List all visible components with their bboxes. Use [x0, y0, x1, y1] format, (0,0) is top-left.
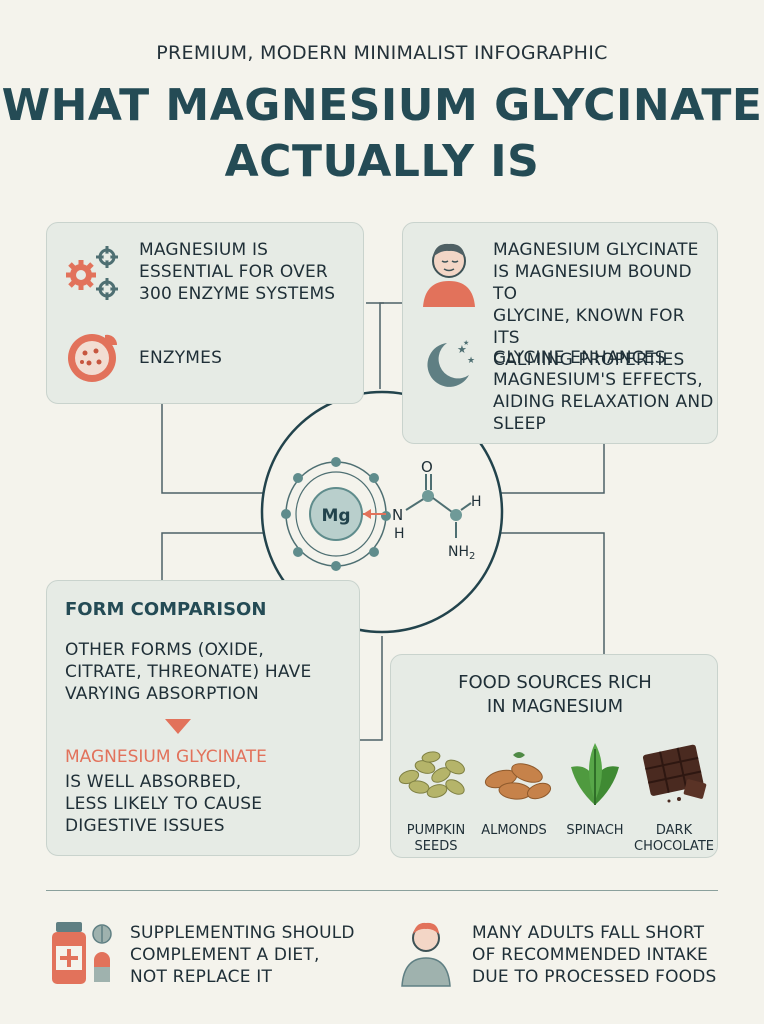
h-atom-left-label: H: [394, 526, 405, 542]
o-atom-label: O: [421, 458, 433, 476]
glycine-fact: MAGNESIUM GLYCINATE IS MAGNESIUM BOUND T…: [493, 239, 715, 371]
food-heading-line-1: FOOD SOURCES RICH: [458, 672, 652, 693]
food-label-line: ALMONDS: [481, 823, 547, 838]
down-arrow-icon: [165, 719, 191, 734]
page-title-line-1: WHAT MAGNESIUM GLYCINATE: [1, 80, 763, 131]
footer-divider: [46, 890, 718, 891]
other-forms-text: OTHER FORMS (OXIDE, CITRATE, THREONATE) …: [65, 639, 355, 705]
page-title-line-2: ACTUALLY IS: [224, 136, 540, 187]
enzyme-fact: MAGNESIUM IS ESSENTIAL FOR OVER 300 ENZY…: [139, 239, 359, 305]
enzyme-fact-line-1: MAGNESIUM IS: [139, 240, 269, 260]
comparison-heading: FORM COMPARISON: [65, 599, 267, 620]
mg-atom-label: Mg: [321, 506, 350, 526]
gears-icon: [66, 246, 118, 300]
footer-right-line-2: OF RECOMMENDED INTAKE: [472, 945, 708, 965]
food-label-dark-chocolate: DARK CHOCOLATE: [629, 823, 719, 855]
glycine-fact-line-2: IS MAGNESIUM BOUND TO: [493, 262, 692, 304]
header-kicker: PREMIUM, MODERN MINIMALIST INFOGRAPHIC: [156, 42, 608, 64]
svg-text:★: ★: [467, 356, 475, 366]
adult-person-icon: [401, 922, 451, 987]
food-label-line: CHOCOLATE: [634, 839, 714, 854]
glycinate-benefit: IS WELL ABSORBED, LESS LIKELY TO CAUSE D…: [65, 771, 355, 837]
nh2-subscript: 2: [469, 551, 475, 562]
food-label-line: DARK: [655, 823, 693, 838]
glycine-fact-line-3: GLYCINE, KNOWN FOR ITS: [493, 306, 685, 348]
svg-text:★: ★: [463, 339, 469, 347]
glycinate-benefit-line-1: IS WELL ABSORBED,: [65, 772, 242, 792]
comparison-card: FORM COMPARISON OTHER FORMS (OXIDE, CITR…: [46, 580, 360, 856]
pumpkin-seeds-icon: [398, 751, 465, 798]
glycine-card: MAGNESIUM GLYCINATE IS MAGNESIUM BOUND T…: [402, 222, 718, 444]
page-title: WHAT MAGNESIUM GLYCINATE ACTUALLY IS: [0, 78, 764, 190]
moon-stars-icon: ★ ★ ★: [427, 339, 475, 387]
food-sources-card: FOOD SOURCES RICH IN MAGNESIUM: [390, 654, 718, 858]
footer-left-note: SUPPLEMENTING SHOULD COMPLEMENT A DIET, …: [130, 922, 370, 988]
glycinate-molecule-diagram: Mg N H O H NH2: [281, 457, 482, 571]
food-label-spinach: SPINACH: [550, 823, 640, 839]
enzyme-card: MAGNESIUM IS ESSENTIAL FOR OVER 300 ENZY…: [46, 222, 364, 404]
glycine-effect-line-1: GLYCINE ENHANCES: [493, 348, 666, 368]
other-forms-line-3: VARYING ABSORPTION: [65, 684, 259, 704]
glycine-effect: GLYCINE ENHANCES MAGNESIUM'S EFFECTS, AI…: [493, 347, 715, 435]
glycine-effect-line-3: AIDING RELAXATION AND: [493, 392, 714, 412]
food-label-line: SEEDS: [414, 839, 458, 854]
nh2-label: NH: [448, 544, 469, 560]
enzyme-fact-line-3: 300 ENZYME SYSTEMS: [139, 284, 336, 304]
svg-text:NH2: NH2: [448, 544, 475, 562]
glycine-effect-line-4: SLEEP: [493, 414, 546, 434]
dark-chocolate-icon: [642, 744, 707, 803]
glycinate-highlight: MAGNESIUM GLYCINATE: [65, 747, 267, 767]
svg-text:★: ★: [457, 343, 467, 356]
food-label-line: SPINACH: [566, 823, 624, 838]
food-heading: FOOD SOURCES RICH IN MAGNESIUM: [391, 671, 719, 719]
glycine-effect-line-2: MAGNESIUM'S EFFECTS,: [493, 370, 703, 390]
other-forms-line-1: OTHER FORMS (OXIDE,: [65, 640, 264, 660]
spinach-icon: [571, 743, 619, 805]
almonds-icon: [484, 752, 552, 800]
enzymes-icon: [68, 334, 118, 382]
glycinate-benefit-line-3: DIGESTIVE ISSUES: [65, 816, 225, 836]
glycine-fact-line-1: MAGNESIUM GLYCINATE: [493, 240, 699, 260]
footer-right-note: MANY ADULTS FALL SHORT OF RECOMMENDED IN…: [472, 922, 722, 988]
footer-left-line-2: COMPLEMENT A DIET,: [130, 945, 320, 965]
n-atom-label: N: [392, 506, 403, 524]
other-forms-line-2: CITRATE, THREONATE) HAVE: [65, 662, 312, 682]
glycinate-benefit-line-2: LESS LIKELY TO CAUSE: [65, 794, 263, 814]
glycine-fact-line-4: CALMING PROPERTIES: [493, 350, 685, 370]
enzyme-fact-line-2: ESSENTIAL FOR OVER: [139, 262, 328, 282]
enzymes-label: ENZYMES: [139, 348, 223, 368]
food-heading-line-2: IN MAGNESIUM: [486, 696, 624, 717]
food-label-almonds: ALMONDS: [469, 823, 559, 839]
person-calm-icon: [423, 243, 475, 307]
supplement-bottle-icon: [52, 922, 112, 984]
h-atom-right-label: H: [471, 494, 482, 510]
footer-right-line-3: DUE TO PROCESSED FOODS: [472, 967, 717, 987]
food-label-line: PUMPKIN: [406, 823, 466, 838]
footer-left-line-3: NOT REPLACE IT: [130, 967, 273, 987]
food-label-pumpkin-seeds: PUMPKIN SEEDS: [391, 823, 481, 855]
footer-right-line-1: MANY ADULTS FALL SHORT: [472, 923, 705, 943]
footer-left-line-1: SUPPLEMENTING SHOULD: [130, 923, 355, 943]
